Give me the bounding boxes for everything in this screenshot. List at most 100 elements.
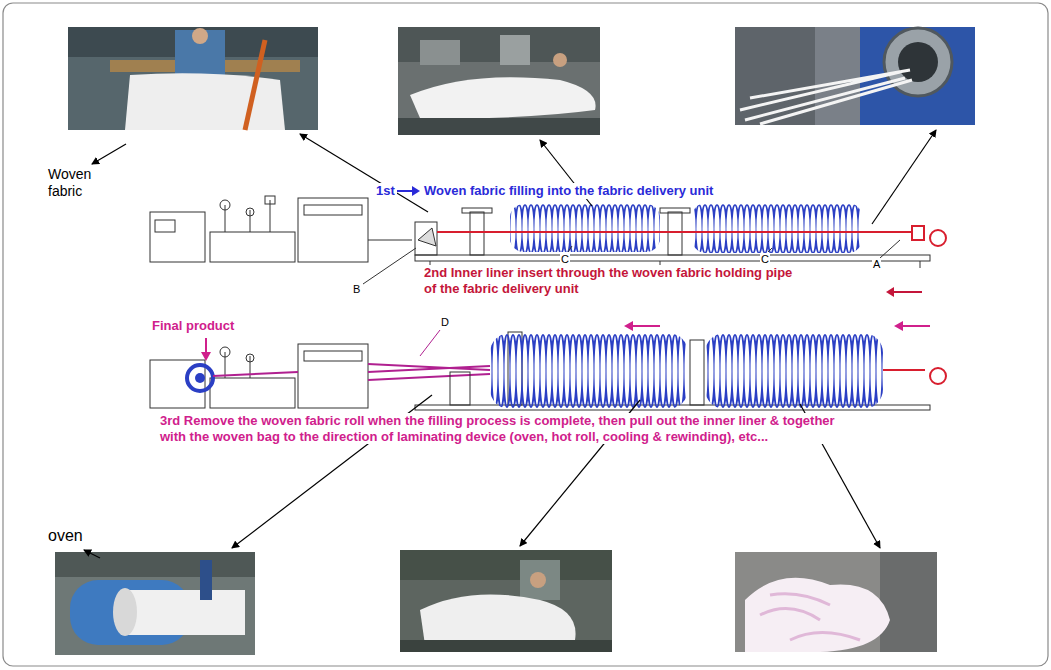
woven-fabric-coil [705,333,883,409]
pointer-line [363,240,900,356]
photo-holding-pipe [735,27,975,125]
step-arrow [886,287,894,297]
final-product-roll [187,338,213,391]
leader-arrow [872,130,936,224]
photo-oven [55,552,255,577]
photo-fabric-delivery [398,27,600,135]
step-text: Woven fabric filling into the fabric del… [422,183,715,199]
woven-fabric-coil [490,333,883,409]
pointer-line [768,248,772,252]
photo-fabric-delivery [420,40,460,65]
laminating-machine [298,198,368,262]
photo-liner [735,552,937,652]
final-product-roll [201,352,211,361]
inner-liner [437,226,946,246]
photo-holding-pipe [898,42,938,82]
step-text: 3rd Remove the woven fabric roll when th… [158,413,862,444]
photo-woven-fabric [68,27,318,130]
woven-fabric-coil [510,203,862,253]
laminating-machine [265,196,275,204]
inner-liner [930,368,946,384]
photo-filling [400,640,612,652]
laminating-machine [246,208,254,216]
pointer-line [363,248,416,284]
laminating-machine [155,220,175,232]
step-arrow [902,325,930,327]
laminate-path [213,372,298,376]
fabric-delivery-unit [920,261,921,268]
photo-fabric-delivery [553,53,567,67]
callout-letter: B [352,283,361,296]
fabric-delivery-unit [660,208,690,213]
photo-oven [200,560,212,600]
woven-fabric-coil [490,333,688,409]
photo-holding-pipe [740,70,912,124]
photo-woven-fabric [192,28,208,44]
photo-filling [400,550,612,652]
photo-filling [400,550,612,652]
photo-liner [735,552,937,652]
fabric-delivery-unit [462,208,492,213]
inner-liner [883,368,946,384]
inner-liner [437,231,925,233]
final-product-roll [187,365,213,391]
part-label: oven [46,526,85,545]
fabric-delivery-unit [415,255,930,261]
photo-filling [520,560,560,600]
step-arrow [894,321,903,331]
laminating-machine [210,378,295,408]
pointer-line [568,246,572,252]
step-number: 1st [374,183,397,199]
inner-liner [912,226,924,240]
laminating-machine [210,232,295,262]
fabric-delivery-unit [470,212,484,255]
photo-fabric-delivery [398,27,600,135]
laminating-machine [304,351,362,361]
fabric-delivery-unit [690,340,704,405]
photo-oven [55,552,255,655]
leader-arrow [84,550,100,558]
laminating-machine [150,212,205,262]
step-text: 2nd Inner liner insert through the woven… [422,265,806,296]
photo-fabric-delivery [398,118,600,135]
part-label: Woven fabric [46,166,112,200]
laminating-machine [220,200,230,210]
photo-filling [420,594,576,645]
step-arrow [397,186,922,297]
callout-letter: D [440,316,450,329]
leader-arrow [84,130,936,558]
woven-fabric-coil [510,204,660,252]
final-product-roll [195,373,205,383]
step-label: Final product [150,318,236,334]
pointer-line [420,330,440,356]
photo-woven-fabric [68,27,318,130]
laminating-machine [368,240,412,241]
photo-filling [400,550,612,580]
step-arrow [632,325,660,327]
photo-liner [745,578,890,652]
photo-holding-pipe [735,27,975,125]
step-arrow [624,321,930,331]
laminating-machine [304,205,362,215]
photo-filling [530,572,546,588]
leader-arrow [300,134,428,212]
inner-liner [883,369,925,371]
inner-liner [930,230,946,246]
photo-fabric-delivery [500,35,530,65]
fabric-delivery-unit [418,228,436,246]
laminating-machine [246,354,254,362]
laminate-path [368,374,490,380]
laminating-machine [250,210,251,232]
step-arrow [624,321,633,331]
fabric-delivery-unit [415,332,930,410]
laminating-machine [225,352,226,378]
photo-woven-fabric [245,40,265,130]
fabric-delivery-unit [415,222,437,255]
photo-woven-fabric [125,73,285,130]
frame [3,3,1048,666]
step-arrow [412,186,420,196]
photo-fabric-delivery [410,77,596,118]
photo-oven [55,552,255,655]
photo-oven [113,588,137,636]
